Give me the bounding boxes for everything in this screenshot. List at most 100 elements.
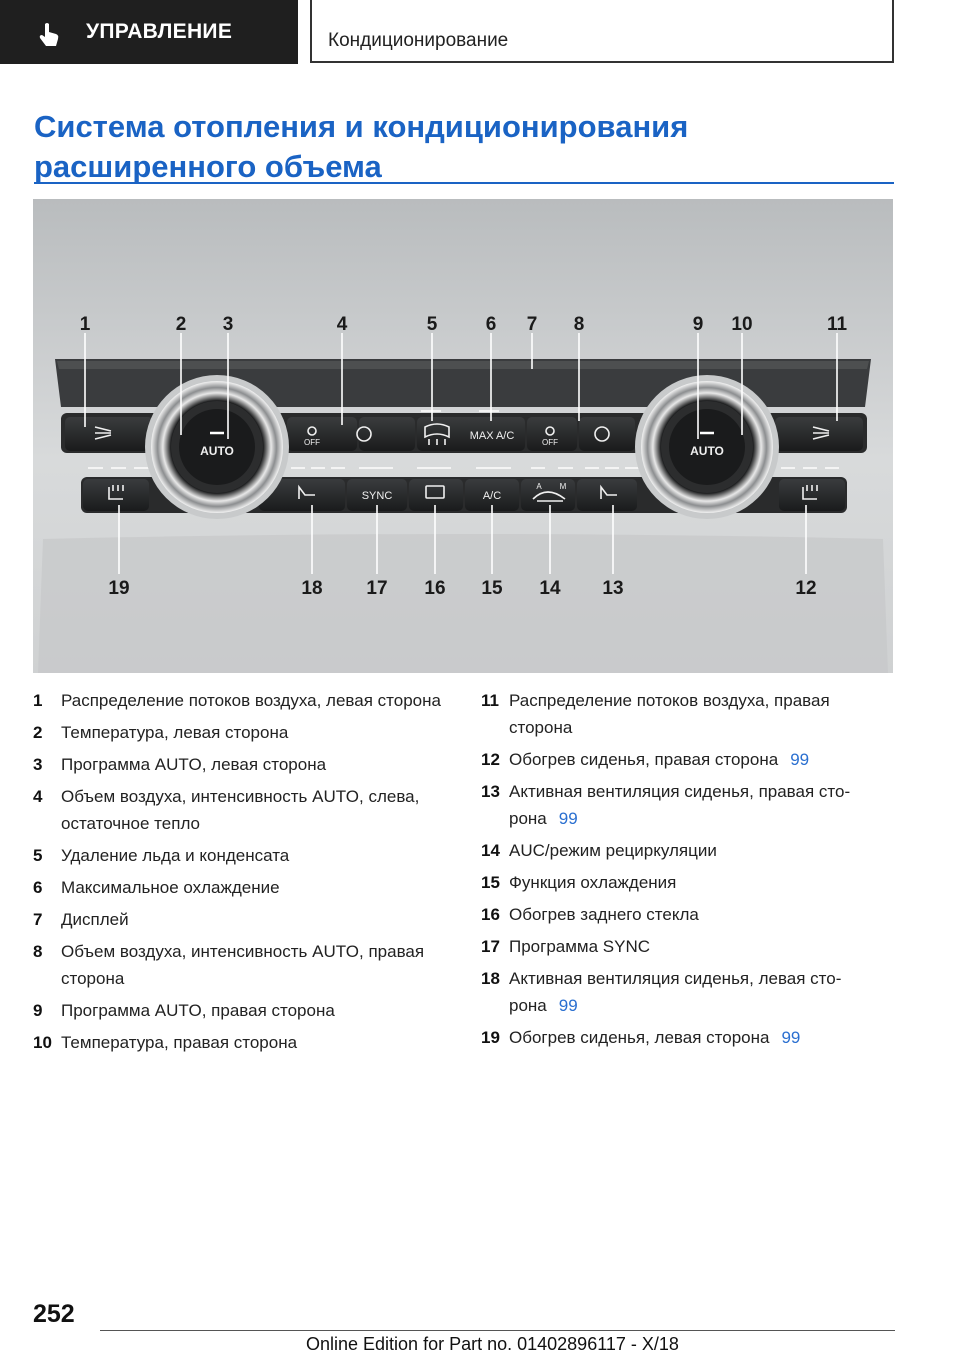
footer-edition: Online Edition for Part no. 01402896117 …: [306, 1334, 679, 1354]
indicator-dashes: [88, 410, 839, 469]
air-distribution-icon-right: [812, 426, 830, 440]
legend-list-left: 1 Распределение потоков воздуха, левая ст…: [33, 687, 443, 1061]
fan-icon-left: [356, 426, 372, 442]
callout-10: 10: [731, 314, 752, 335]
list-item: 1 Распределение потоков воздуха, левая ст…: [33, 687, 443, 714]
ac-label: A/C: [483, 490, 501, 502]
item-text-body: Распределение потоков воздуха, правая ст…: [509, 691, 830, 737]
item-number: 18: [481, 969, 500, 988]
auto-label-left: AUTO: [200, 444, 234, 458]
item-text-body: Активная вентиляция сиденья, правая сто­…: [509, 782, 851, 828]
callout-1: 1: [80, 314, 91, 335]
bottom-row-buttons: [83, 479, 845, 511]
item-text: Дисплей: [61, 910, 129, 929]
callout-lines: [84, 333, 838, 574]
hand-pointer-icon: [39, 23, 59, 46]
item-text: Активная вентиляция сиденья, правая сто­…: [509, 778, 896, 832]
auto-label-right: AUTO: [690, 444, 724, 458]
seat-heating-icon-right: [802, 485, 818, 500]
callout-13: 13: [602, 578, 623, 599]
item-number: 19: [481, 1028, 500, 1047]
item-text: Обогрев сиденья, правая сторона 99: [509, 746, 896, 773]
chapter-label: Кондиционирование: [328, 30, 509, 51]
item-number: 14: [481, 841, 500, 860]
callout-numbers: 1 2 3 4 5 6 7 8 9 10 11 19 18 17 16 15 1…: [80, 314, 848, 599]
footer-divider: [100, 1330, 895, 1331]
item-text: Распределение потоков воздуха, левая сто…: [61, 691, 441, 710]
callout-19: 19: [108, 578, 129, 599]
list-item: 7 Дисплей: [33, 906, 443, 933]
item-text-body: Функция охлаждения: [509, 873, 677, 892]
page-title: Система отопления и кондиционирования ра…: [34, 109, 689, 184]
list-item: 12 Обогрев сиденья, правая сторона 99: [481, 746, 896, 773]
callout-18: 18: [301, 578, 322, 599]
item-number: 1: [33, 691, 43, 710]
item-number: 5: [33, 846, 43, 865]
item-number: 12: [481, 750, 500, 769]
page-reference-link[interactable]: 99: [558, 809, 578, 828]
callout-15: 15: [481, 578, 503, 599]
item-text-body: Активная вентиляция сиденья, левая сто­р…: [509, 969, 842, 1015]
page-reference-link[interactable]: 99: [781, 1028, 801, 1047]
auc-a-label: A: [536, 482, 542, 491]
item-text: AUC/режим рециркуляции: [509, 837, 896, 864]
front-defrost-icon: [424, 423, 450, 445]
item-text: Объем воздуха, интенсивность AUTO, пра­в…: [61, 942, 425, 988]
item-number: 3: [33, 755, 43, 774]
item-text: Распределение потоков воздуха, правая ст…: [509, 687, 896, 741]
callout-3: 3: [223, 314, 234, 335]
page-number: 252: [33, 1300, 75, 1328]
button-glyphs: AUTO AUTO OFF OFF MAX A/C SYNC A/C A M: [200, 430, 724, 502]
recirculation-icon: [532, 491, 566, 502]
item-number: 17: [481, 937, 500, 956]
list-item: 13 Активная вентиляция сиденья, правая ст…: [481, 778, 896, 832]
item-number: 7: [33, 910, 43, 929]
callout-17: 17: [366, 578, 387, 599]
item-number: 6: [33, 878, 43, 897]
page-reference-link[interactable]: 99: [558, 996, 578, 1015]
callout-2: 2: [176, 314, 187, 335]
button-icons: [94, 423, 830, 502]
item-text: Активная вентиляция сиденья, левая сто­р…: [509, 965, 896, 1019]
page-reference-link[interactable]: 99: [790, 750, 810, 769]
list-item: 11 Распределение потоков воздуха, правая …: [481, 687, 896, 741]
item-number: 10: [33, 1033, 52, 1052]
air-distribution-icon-left: [94, 426, 112, 440]
seat-heating-icon-left: [108, 485, 124, 500]
callout-9: 9: [693, 314, 704, 335]
item-number: 15: [481, 873, 500, 892]
fan-icon-left-small: [307, 426, 317, 436]
item-text: Объем воздуха, интенсивность AUTO, слева…: [61, 787, 420, 833]
section-label: УПРАВЛЕНИЕ: [86, 20, 233, 43]
item-text-body: Обогрев сиденья, правая сторона: [509, 750, 779, 769]
max-ac-label: MAX A/C: [470, 430, 515, 442]
chapter-tab: Кондиционирование: [310, 0, 894, 63]
list-item: 15 Функция охлаждения: [481, 869, 896, 896]
callout-16: 16: [424, 578, 445, 599]
seat-ventilation-icon-right: [600, 484, 617, 499]
fan-icon-right-small: [545, 426, 555, 436]
auc-m-label: M: [560, 482, 567, 491]
item-text: Обогрев заднего стекла: [509, 901, 896, 928]
item-text-body: Обогрев заднего стекла: [509, 905, 699, 924]
item-number: 13: [481, 782, 500, 801]
item-number: 8: [33, 942, 43, 961]
callout-8: 8: [574, 314, 585, 335]
rear-defrost-icon: [425, 485, 445, 499]
climate-control-panel-figure: AUTO AUTO OFF OFF MAX A/C SYNC A/C A M: [33, 199, 893, 673]
callout-6: 6: [486, 314, 497, 335]
item-number: 11: [481, 691, 499, 710]
item-text: Функция охлаждения: [509, 869, 896, 896]
item-text: Температура, правая сторона: [61, 1033, 298, 1052]
title-divider: [34, 182, 894, 184]
callout-5: 5: [427, 314, 438, 335]
